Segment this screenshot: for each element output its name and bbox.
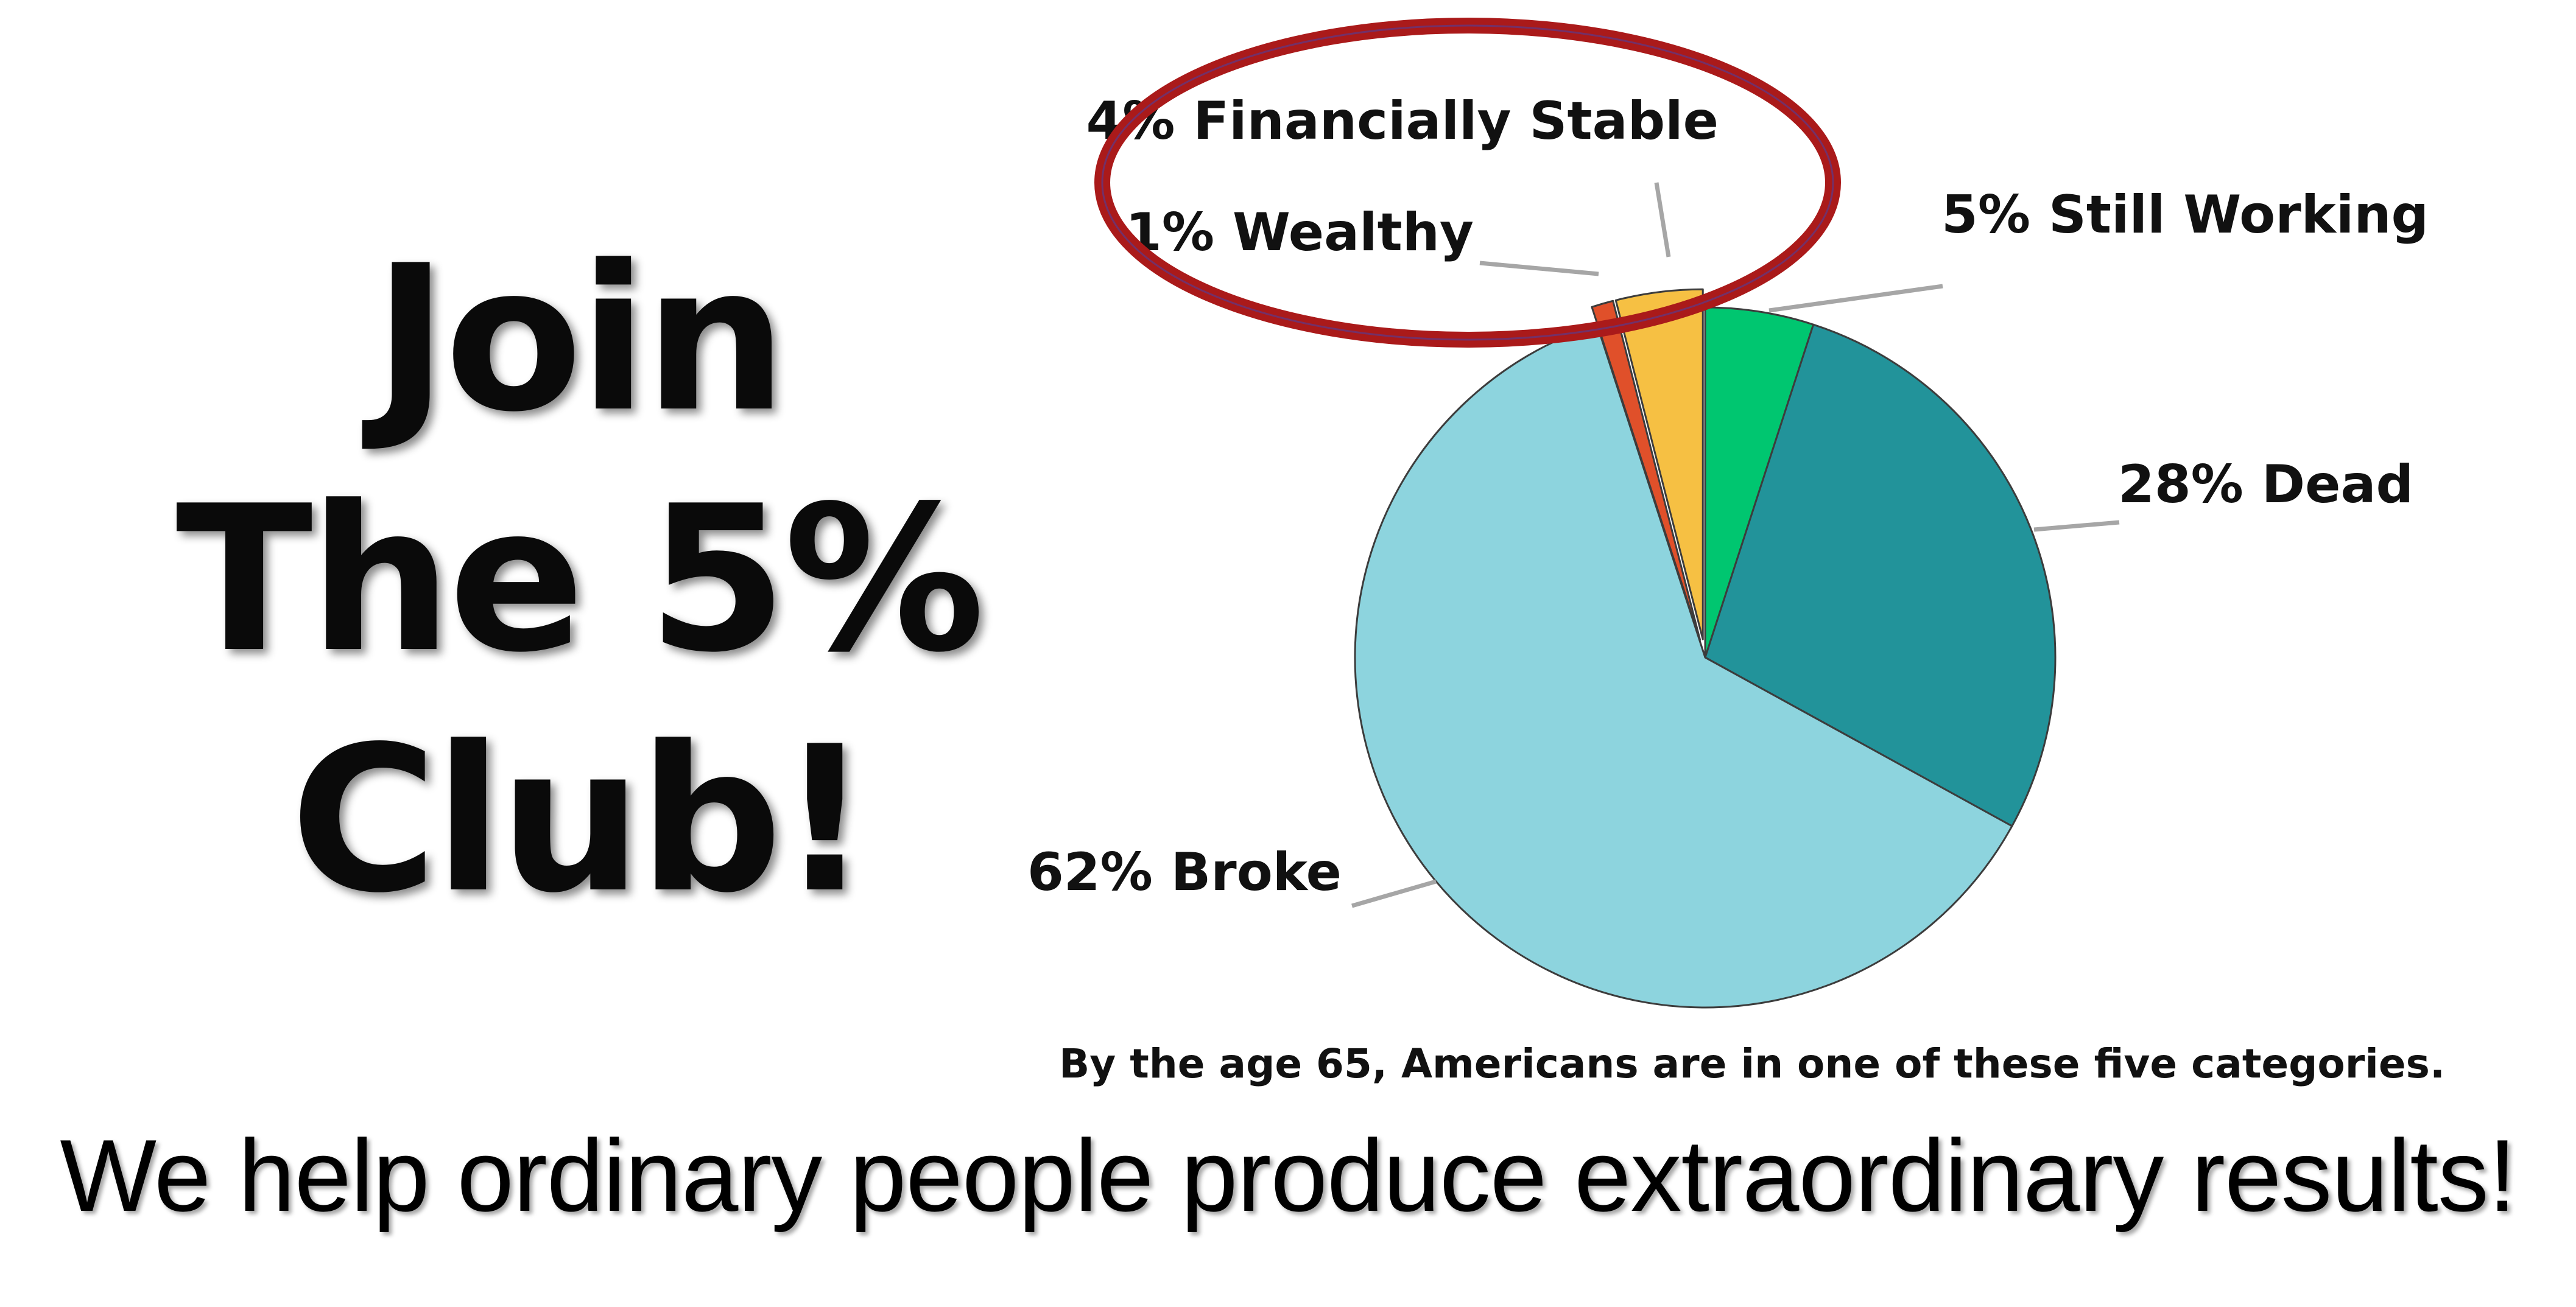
leader-lines xyxy=(1351,182,2120,908)
tagline: We help ordinary people produce extraord… xyxy=(60,1118,2516,1233)
slice-label: 4% Financially Stable xyxy=(1086,91,1719,152)
headline-line-1: Join xyxy=(373,222,787,456)
leader-line xyxy=(1768,284,1943,313)
slice-label: 28% Dead xyxy=(2118,454,2413,515)
pie-slice xyxy=(1704,323,2057,827)
highlight-ellipse xyxy=(1094,18,1841,348)
headline-line-2: The 5% xyxy=(175,463,985,696)
pie-slices xyxy=(1354,288,2057,1009)
leader-line xyxy=(1479,261,1599,276)
leader-line xyxy=(2033,520,2120,532)
chart-caption: By the age 65, Americans are in one of t… xyxy=(1059,1040,2445,1087)
highlight-ellipse-outline xyxy=(1101,24,1834,341)
leader-line xyxy=(1351,879,1437,908)
pie-slice xyxy=(1591,300,1701,641)
leader-line xyxy=(1654,182,1671,258)
pie-slice xyxy=(1614,288,1704,640)
headline: Join The 5% Club! xyxy=(152,219,1005,941)
slice-label: 1% Wealthy xyxy=(1125,202,1474,263)
slice-label: 62% Broke xyxy=(1027,842,1342,903)
slice-labels: 5% Still Working 28% Dead 62% Broke 1% Weal… xyxy=(1027,91,2429,903)
slice-label: 5% Still Working xyxy=(1941,184,2429,245)
headline-line-3: Club! xyxy=(290,703,871,937)
